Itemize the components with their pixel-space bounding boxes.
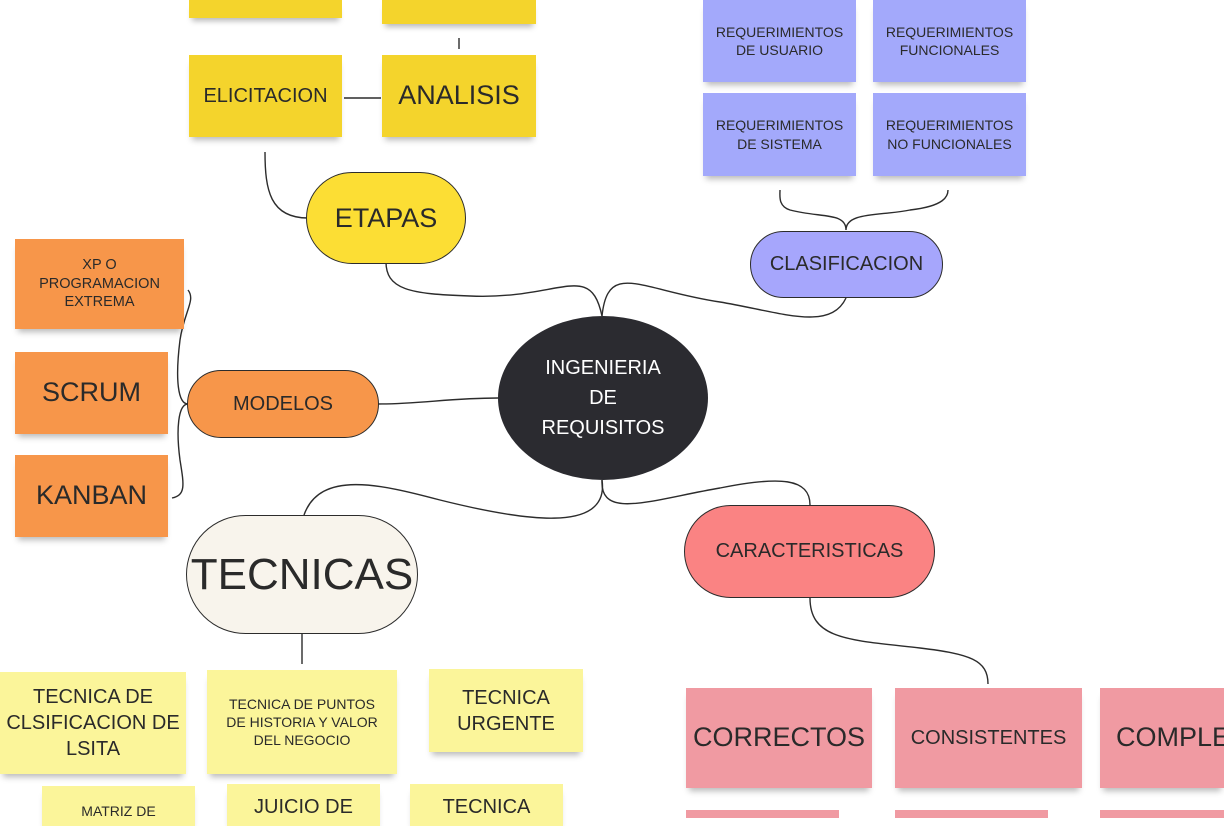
xp-note[interactable]: XP O PROGRAMACION EXTREMA [15, 239, 184, 329]
completos-note[interactable]: COMPLETOS [1100, 688, 1224, 788]
etapas-note-top-left[interactable] [189, 0, 342, 18]
elicitacion-note[interactable]: ELICITACION [189, 55, 342, 137]
matriz-note[interactable]: MATRIZ DE [42, 786, 195, 826]
req-usuario-note[interactable]: REQUERIMIENTOS DE USUARIO [703, 0, 856, 82]
caracteristicas-note-bottom-3[interactable] [1100, 810, 1224, 818]
link-center-tecnicas [303, 479, 604, 519]
clasificacion-node[interactable]: CLASIFICACION [750, 231, 943, 298]
tecnica-note[interactable]: TECNICA [410, 784, 563, 826]
tecnica-urgente-note[interactable]: TECNICA URGENTE [429, 669, 583, 752]
consistentes-note[interactable]: CONSISTENTES [895, 688, 1082, 788]
link-clasificacion-brace [779, 189, 949, 231]
modelos-node[interactable]: MODELOS [187, 370, 379, 438]
link-center-modelos [377, 397, 499, 405]
req-no-funcionales-note[interactable]: REQUERIMIENTOS NO FUNCIONALES [873, 93, 1026, 176]
tecnica-puntos-historia-note[interactable]: TECNICA DE PUNTOS DE HISTORIA Y VALOR DE… [207, 670, 397, 774]
caracteristicas-note-bottom-1[interactable] [686, 810, 839, 818]
kanban-note[interactable]: KANBAN [15, 455, 168, 537]
link-center-caracteristicas [601, 479, 811, 506]
caracteristicas-node[interactable]: CARACTERISTICAS [684, 505, 935, 598]
correctos-note[interactable]: CORRECTOS [686, 688, 872, 788]
etapas-node[interactable]: ETAPAS [306, 172, 466, 264]
juicio-note[interactable]: JUICIO DE [227, 784, 380, 826]
req-funcionales-note[interactable]: REQUERIMIENTOS FUNCIONALES [873, 0, 1026, 82]
link-modelos-brace [171, 289, 192, 499]
link-caracteristicas-down [809, 597, 989, 685]
central-topic-node[interactable]: INGENIERIA DE REQUISITOS [498, 316, 708, 480]
tecnica-clasificacion-note[interactable]: TECNICA DE CLSIFICACION DE LSITA [0, 672, 186, 774]
analisis-note[interactable]: ANALISIS [382, 55, 536, 137]
caracteristicas-note-bottom-2[interactable] [895, 810, 1048, 818]
link-center-clasificacion [601, 282, 847, 318]
req-sistema-note[interactable]: REQUERIMIENTOS DE SISTEMA [703, 93, 856, 176]
link-etapas-elicitacion [264, 151, 309, 219]
tecnicas-node[interactable]: TECNICAS [186, 515, 418, 634]
link-center-etapas [385, 259, 603, 317]
scrum-note[interactable]: SCRUM [15, 352, 168, 434]
etapas-note-top-right[interactable] [382, 0, 536, 24]
